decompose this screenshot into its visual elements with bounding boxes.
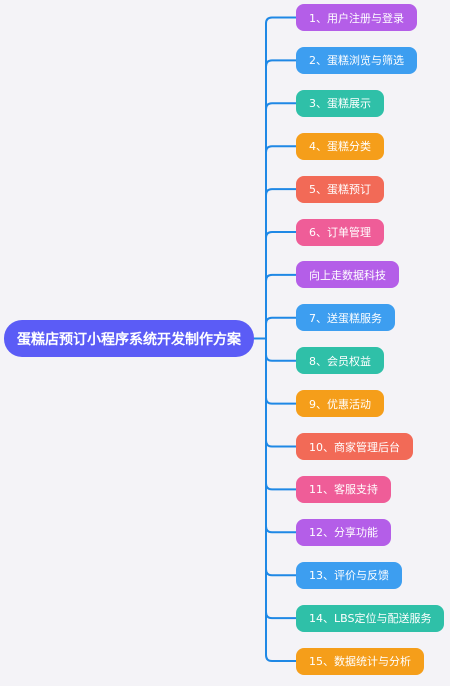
branch-node[interactable]: 9、优惠活动 [296,390,384,418]
branch-connector [265,145,296,339]
branch-connector [265,316,296,339]
branch-connector [265,16,296,339]
branch-connector [265,338,296,405]
branch-node[interactable]: 15、数据统计与分析 [296,647,424,675]
branch-connector [265,338,296,448]
branch-node[interactable]: 8、会员权益 [296,347,384,375]
branch-node[interactable]: 10、商家管理后台 [296,433,413,460]
branch-connector [265,338,296,662]
branch-connector [265,338,296,362]
branch-connector [265,59,296,339]
branch-connector [265,273,296,339]
branch-connector [265,231,296,339]
branch-connector [265,102,296,339]
branch-node[interactable]: 2、蛋糕浏览与筛选 [296,46,417,74]
branch-node[interactable]: 4、蛋糕分类 [296,132,384,160]
root-node[interactable]: 蛋糕店预订小程序系统开发制作方案 [4,320,254,357]
branch-node[interactable]: 1、用户注册与登录 [296,4,417,31]
branch-connector [265,188,296,339]
branch-node[interactable]: 11、客服支持 [296,475,391,503]
branch-node[interactable]: 3、蛋糕展示 [296,89,384,117]
branch-node[interactable]: 14、LBS定位与配送服务 [296,604,445,632]
branch-node[interactable]: 向上走数据科技 [296,261,399,289]
branch-node[interactable]: 6、订单管理 [296,218,384,246]
branch-node[interactable]: 7、送蛋糕服务 [296,304,395,332]
branch-node[interactable]: 13、评价与反馈 [296,561,402,589]
branch-node[interactable]: 5、蛋糕预订 [296,175,384,203]
branch-connector [265,338,296,534]
branch-connector [265,338,296,577]
branch-node[interactable]: 12、分享功能 [296,518,391,546]
